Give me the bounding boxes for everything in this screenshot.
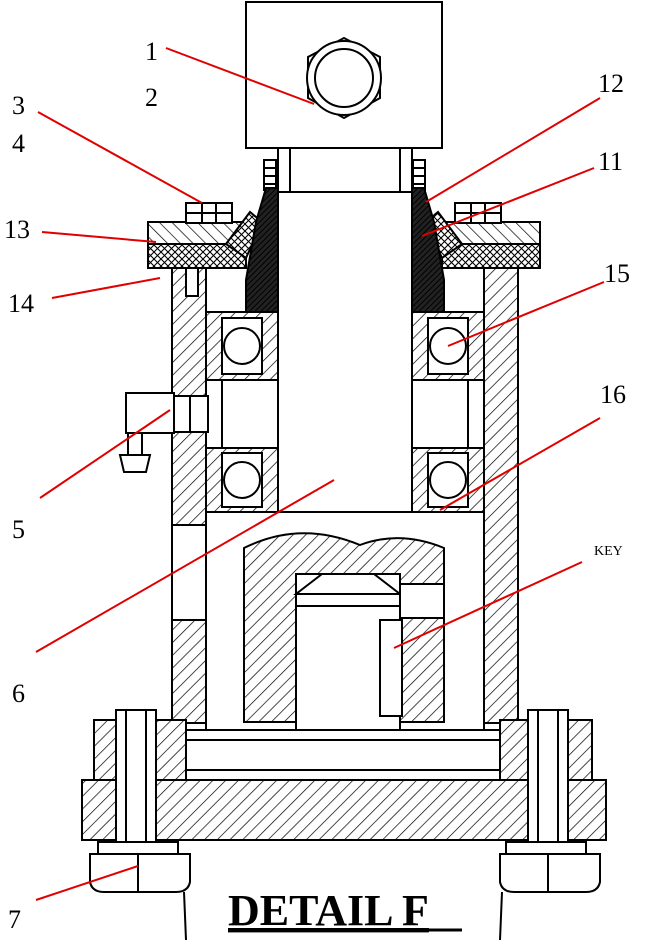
- callout-2: 2: [145, 83, 158, 112]
- housing-walls: [171, 267, 519, 724]
- base-assembly: [81, 709, 607, 940]
- lower-bearing: [205, 447, 485, 513]
- leader-3: [37, 111, 203, 204]
- leader-11: [421, 167, 595, 237]
- leader-5: [39, 409, 171, 499]
- callout-12: 12: [598, 69, 624, 98]
- leader-16: [439, 417, 601, 511]
- callout-5: 5: [12, 515, 25, 544]
- top-block: [245, 1, 443, 149]
- leader-15: [447, 281, 605, 347]
- callout-14: 14: [8, 289, 34, 318]
- leader-key: [393, 561, 583, 649]
- main-shaft: [277, 191, 413, 513]
- leader-14: [51, 277, 161, 299]
- leader-13: [41, 231, 157, 243]
- callout-4: 4: [12, 129, 25, 158]
- leader-12: [425, 97, 601, 203]
- callout-1: 1: [145, 37, 158, 66]
- shaft-neck: [263, 147, 426, 193]
- callout-7: 7: [8, 905, 21, 934]
- callout-13: 13: [4, 215, 30, 244]
- drawing-title: DETAIL F: [228, 886, 429, 935]
- leader-6: [35, 479, 335, 653]
- flange-bolts: [185, 202, 502, 224]
- upper-bearing: [205, 311, 485, 381]
- leader-1: [165, 47, 315, 105]
- leader-7: [35, 865, 139, 901]
- callout-3: 3: [12, 91, 25, 120]
- callout-labels: 1 2 3 4 5 6 7 11 12 13 14 15 16 KEY: [4, 37, 630, 934]
- callout-15: 15: [604, 259, 630, 288]
- callout-key: KEY: [594, 544, 623, 559]
- callout-16: 16: [600, 380, 626, 409]
- bearing-spacer: [221, 379, 469, 449]
- grease-fitting: [118, 392, 209, 473]
- leader-lines: [35, 47, 605, 901]
- callout-6: 6: [12, 679, 25, 708]
- callout-11: 11: [598, 147, 623, 176]
